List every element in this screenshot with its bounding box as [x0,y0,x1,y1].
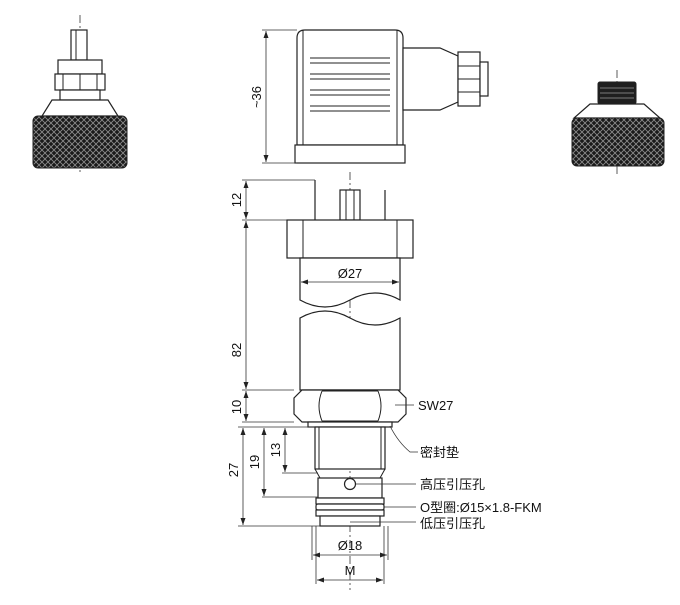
dim-thread-total: 27 [226,463,241,477]
cable-gland-view [32,15,128,175]
label-seal-gasket: 密封垫 [420,445,459,460]
dim-pin-height: 12 [229,193,244,207]
dim-thread-size: M [345,563,356,578]
dim-thread-diameter: Ø18 [338,538,363,553]
dim-hex-height: 10 [229,400,244,414]
dim-thread-19: 19 [247,455,262,469]
label-o-ring: O型圈:Ø15×1.8-FKM [420,500,542,515]
transmitter-main-view [286,172,414,590]
dim-body-diameter: Ø27 [338,266,363,281]
label-low-pressure-port: 低压引压孔 [420,516,485,531]
label-high-pressure-port: 高压引压孔 [420,477,485,492]
dimension-lines [238,29,399,584]
label-hex-size: SW27 [418,398,453,413]
din-connector-view [294,29,489,164]
leader-lines [350,404,418,523]
dim-thread-13: 13 [268,443,283,457]
dim-body-length: 82 [229,343,244,357]
dim-connector-height: ~36 [249,86,264,108]
m12-connector-view [571,70,665,175]
